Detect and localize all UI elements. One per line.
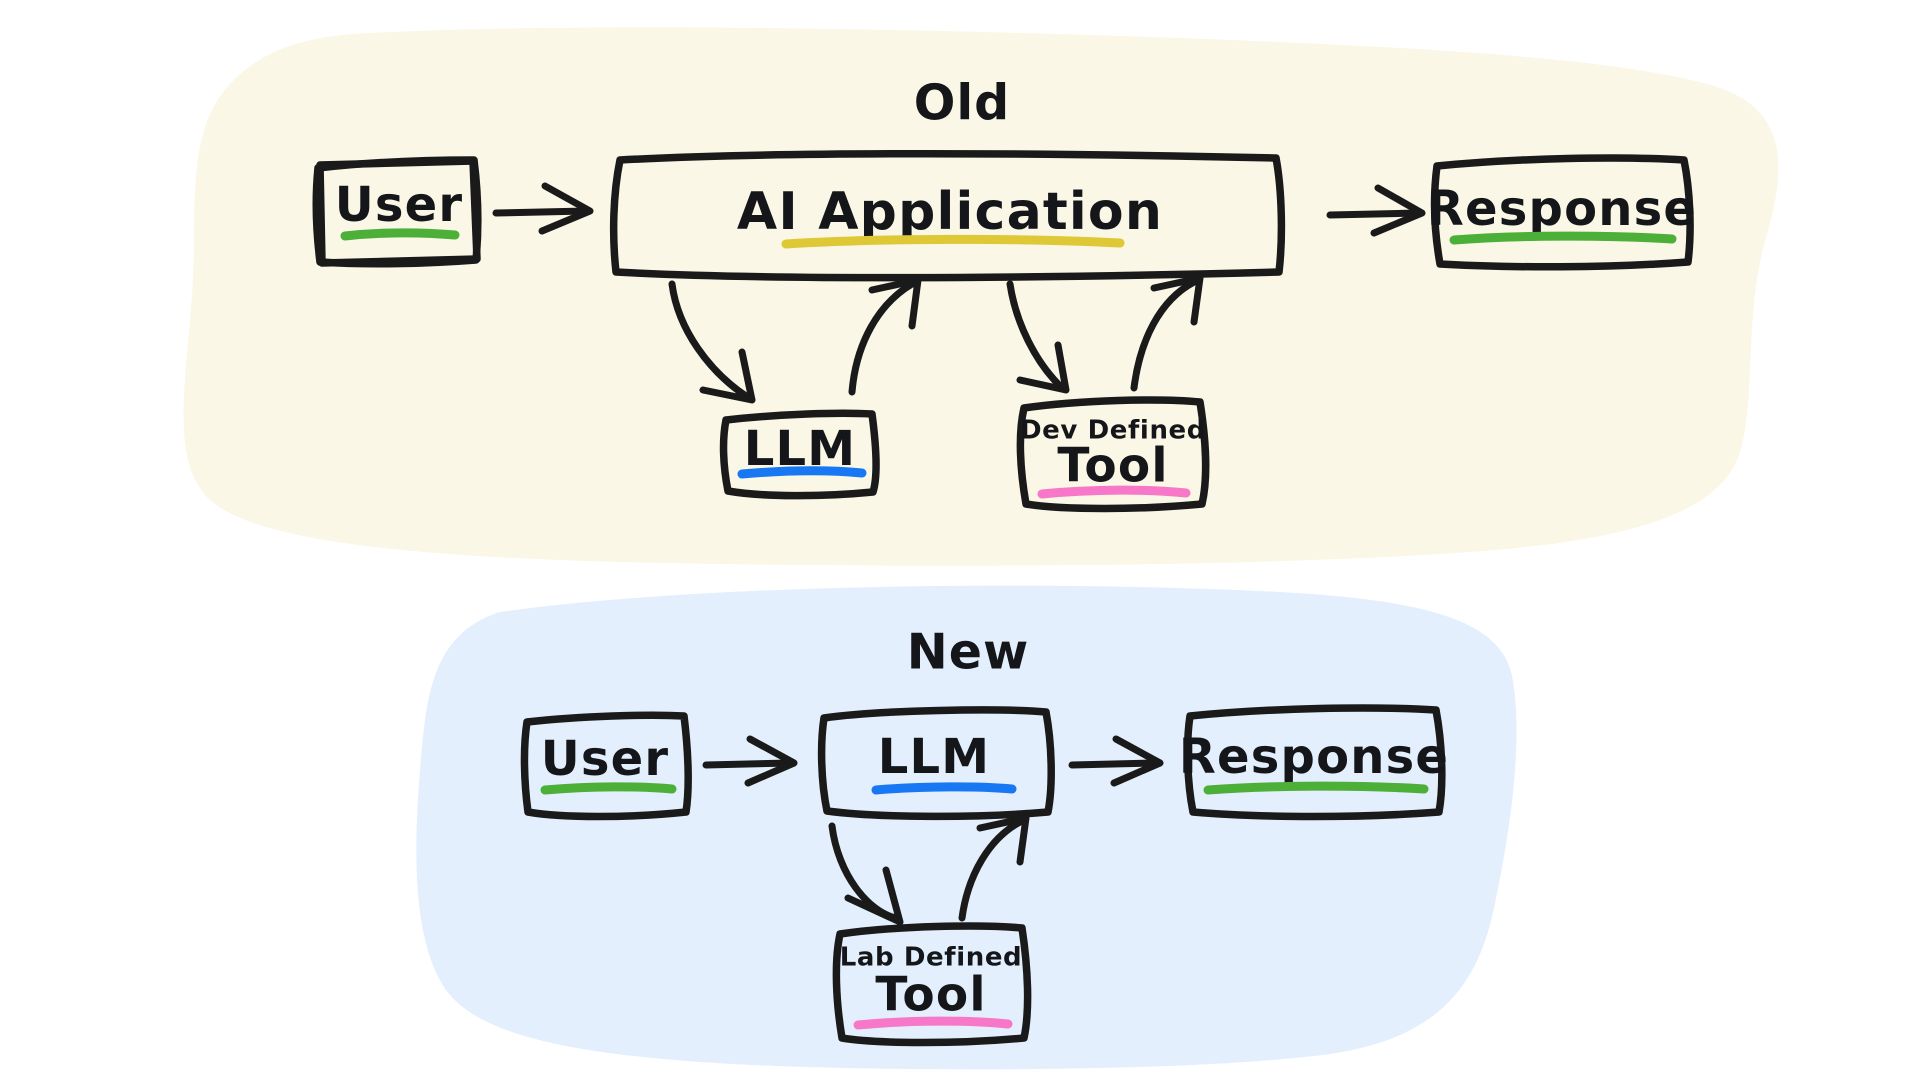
new-response-box-outline — [1183, 704, 1446, 821]
node-old-user[interactable]: User — [312, 156, 482, 268]
edge-old-ai-app-to-llm — [668, 280, 756, 404]
new-llm-label: LLM — [878, 729, 991, 785]
new-llm-underline — [871, 782, 1017, 795]
edge-old-llm-to-ai-app — [848, 276, 922, 396]
old-ai-app-label: AI Application — [737, 182, 1163, 242]
new-llm-box-outline — [817, 706, 1055, 821]
node-new-tool[interactable]: Lab Defined Tool — [832, 922, 1032, 1047]
old-ai-app-underline — [781, 234, 1125, 249]
old-response-underline — [1449, 231, 1677, 245]
node-old-tool[interactable]: Dev Defined Tool — [1016, 396, 1210, 513]
edge-new-llm-to-response — [1068, 735, 1164, 787]
new-tool-sublabel: Lab Defined — [840, 943, 1023, 973]
new-user-box-outline — [520, 711, 692, 821]
old-tool-underline — [1037, 485, 1191, 499]
new-user-underline — [540, 782, 677, 795]
new-section-background — [416, 585, 1517, 1070]
old-response-label: Response — [1427, 181, 1697, 237]
edge-old-ai-app-to-tool — [1006, 280, 1070, 394]
new-tool-label: Tool — [875, 968, 986, 1023]
old-ai-app-box-outline — [609, 149, 1286, 282]
old-tool-sublabel: Dev Defined — [1020, 416, 1206, 446]
node-new-llm[interactable]: LLM — [817, 706, 1055, 821]
old-section-title: Old — [914, 75, 1011, 132]
new-tool-box-outline — [832, 922, 1032, 1047]
old-response-box-outline — [1430, 154, 1694, 271]
new-response-underline — [1203, 781, 1429, 795]
node-old-llm[interactable]: LLM — [719, 409, 880, 500]
old-llm-underline — [737, 466, 867, 479]
old-tool-label: Tool — [1057, 439, 1168, 494]
edge-new-user-to-llm — [702, 735, 798, 787]
new-tool-underline — [853, 1016, 1013, 1030]
node-old-response[interactable]: Response — [1427, 154, 1697, 271]
old-section-background — [183, 27, 1779, 566]
edge-new-llm-to-tool — [828, 822, 904, 926]
edge-old-ai-app-to-response — [1326, 184, 1426, 237]
new-section-title: New — [907, 624, 1030, 681]
old-tool-box-outline — [1016, 396, 1210, 513]
edge-new-tool-to-llm — [958, 814, 1030, 922]
node-old-ai-application[interactable]: AI Application — [609, 149, 1286, 282]
edge-old-tool-to-ai-app — [1130, 274, 1204, 392]
old-user-label: User — [335, 177, 464, 233]
old-llm-box-outline — [719, 409, 880, 500]
edge-old-user-to-ai-app — [492, 182, 594, 235]
node-new-response[interactable]: Response — [1179, 704, 1449, 821]
node-new-user[interactable]: User — [520, 711, 692, 821]
old-user-underline — [340, 228, 460, 241]
new-response-label: Response — [1179, 729, 1449, 785]
old-user-box-sketch — [312, 156, 482, 268]
new-user-label: User — [541, 731, 670, 787]
